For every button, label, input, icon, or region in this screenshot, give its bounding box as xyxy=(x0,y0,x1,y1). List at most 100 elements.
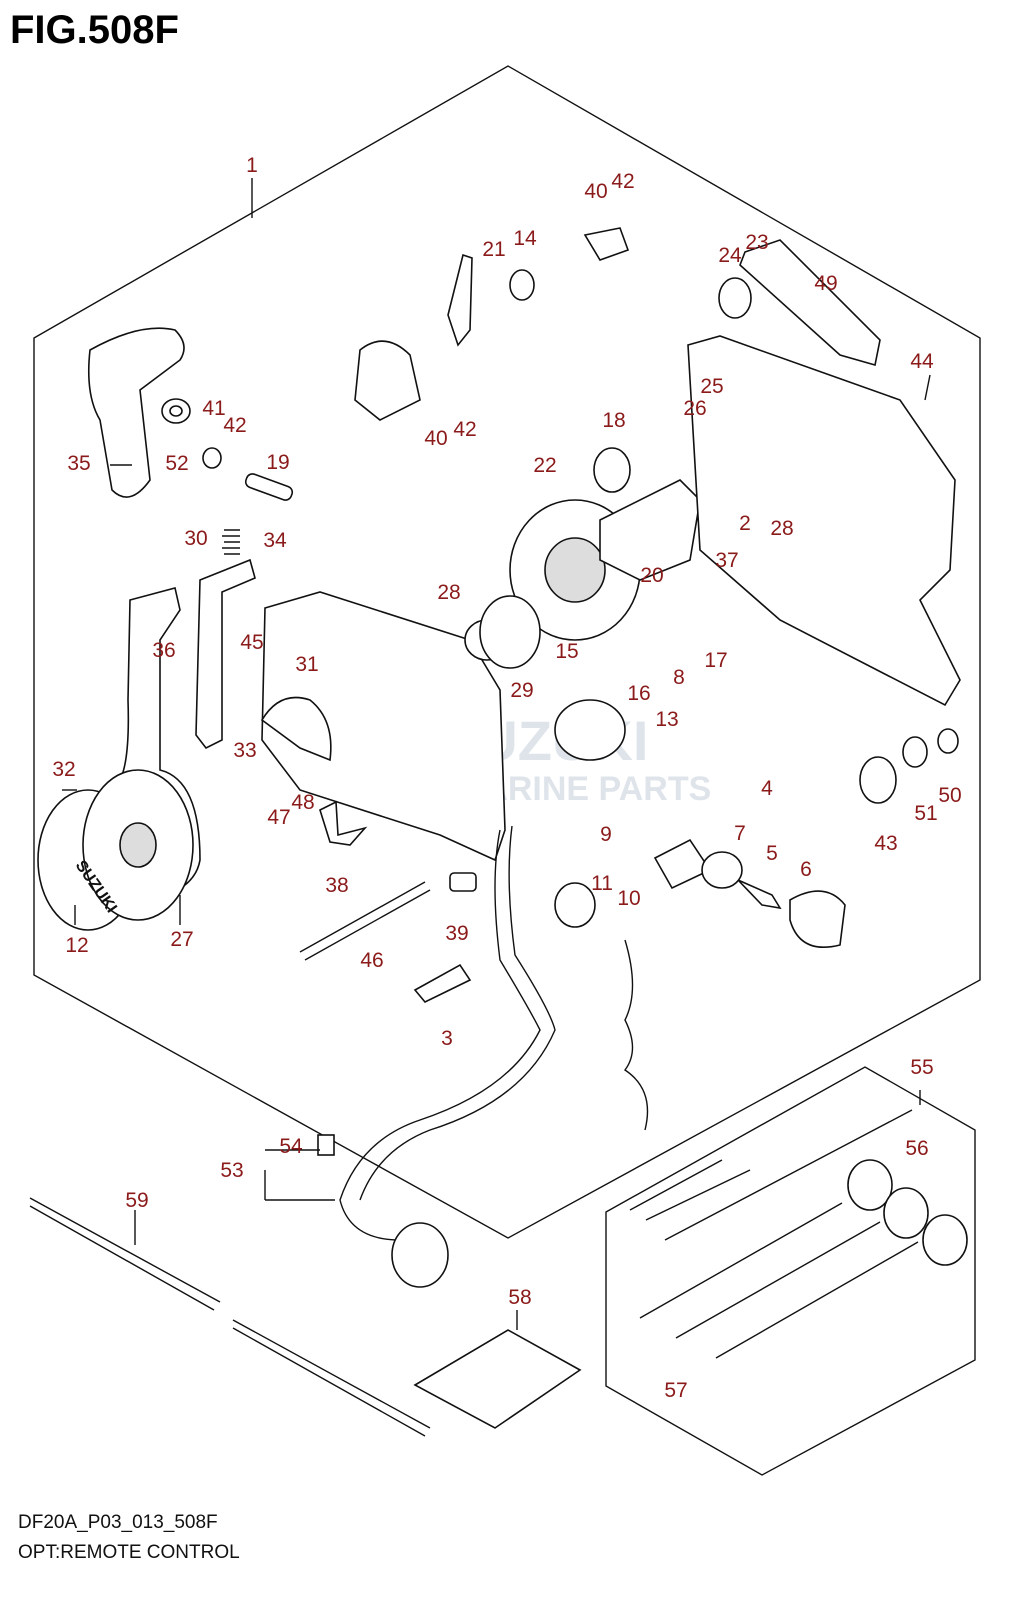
callout-35: 35 xyxy=(67,452,90,475)
callout-21: 21 xyxy=(482,238,505,261)
callout-49: 49 xyxy=(814,272,837,295)
bracket-top-part xyxy=(354,340,421,421)
fuse-54-part xyxy=(317,1134,335,1156)
callout-36: 36 xyxy=(152,639,175,662)
callout-16: 16 xyxy=(627,682,650,705)
callout-14: 14 xyxy=(513,227,537,250)
figure-caption: OPT:REMOTE CONTROL xyxy=(18,1542,240,1563)
callout-40a: 40 xyxy=(584,180,607,203)
callout-54: 54 xyxy=(279,1135,303,1158)
callout-28b: 28 xyxy=(437,581,460,604)
stop-switch-11-part xyxy=(554,882,596,928)
callout-47: 47 xyxy=(267,806,290,829)
lanyard-10-part xyxy=(623,939,649,1131)
plate-3-part xyxy=(413,963,472,1003)
callout-38: 38 xyxy=(325,874,348,897)
wire-harness-part xyxy=(339,829,541,1241)
washer-51-part xyxy=(902,736,928,768)
callout-2: 2 xyxy=(739,512,751,535)
plate-20-part xyxy=(599,479,701,581)
key-switch-4-part xyxy=(653,838,712,890)
callout-5: 5 xyxy=(766,842,778,865)
callout-56: 56 xyxy=(905,1137,928,1160)
bolts-57-part xyxy=(639,1202,919,1359)
handle-grip-part xyxy=(87,327,185,498)
cap-6-part xyxy=(789,890,846,949)
callout-12: 12 xyxy=(65,934,88,957)
callout-31: 31 xyxy=(295,653,318,676)
bracket-40-part xyxy=(583,227,630,261)
callout-3: 3 xyxy=(441,1027,453,1050)
callout-19: 19 xyxy=(266,451,289,474)
callout-13: 13 xyxy=(655,708,678,731)
lever-plate-30-part xyxy=(195,558,256,750)
callout-40b: 40 xyxy=(424,427,447,450)
callout-30: 30 xyxy=(184,527,207,550)
callout-45: 45 xyxy=(240,631,263,654)
callout-43: 43 xyxy=(874,832,897,855)
callout-53: 53 xyxy=(220,1159,243,1182)
callout-10: 10 xyxy=(617,887,640,910)
control-housing-part xyxy=(261,591,506,862)
callout-26: 26 xyxy=(683,397,706,420)
callout-46: 46 xyxy=(360,949,383,972)
callout-23: 23 xyxy=(745,231,768,254)
figure-title: FIG.508F xyxy=(10,8,179,52)
callout-57: 57 xyxy=(664,1379,687,1402)
callout-28a: 28 xyxy=(770,517,793,540)
detent-31-part xyxy=(260,696,332,762)
callout-58: 58 xyxy=(508,1286,531,1309)
main-kit-outline xyxy=(33,65,981,1239)
ring-29-part xyxy=(479,595,541,669)
lever-21-part xyxy=(447,253,473,347)
callout-11: 11 xyxy=(591,872,613,895)
bag-58-part xyxy=(413,1329,582,1429)
pin-19-part xyxy=(244,473,294,501)
callout-25: 25 xyxy=(700,375,723,398)
cable-59-part xyxy=(29,1197,221,1303)
callout-50: 50 xyxy=(938,784,961,807)
washer-41-part xyxy=(202,447,222,469)
bolt-46-part xyxy=(299,881,426,953)
callout-4: 4 xyxy=(761,777,773,800)
callout-51: 51 xyxy=(914,802,937,825)
bracket-38-part xyxy=(319,800,368,846)
callout-1: 1 xyxy=(246,154,258,177)
spring-34-part xyxy=(222,529,240,555)
bracket-18-part xyxy=(593,447,631,493)
side-cover-part xyxy=(687,335,961,707)
callout-6: 6 xyxy=(800,858,812,881)
callout-22: 22 xyxy=(533,454,556,477)
callout-41: 41 xyxy=(202,397,225,420)
callout-15: 15 xyxy=(555,640,578,663)
nut-50-part xyxy=(937,728,959,754)
callout-27: 27 xyxy=(170,928,193,951)
callout-42c: 42 xyxy=(453,418,476,441)
callout-8: 8 xyxy=(673,666,685,689)
callout-29: 29 xyxy=(510,679,533,702)
callout-34: 34 xyxy=(263,529,287,552)
switch-13-part xyxy=(554,699,626,761)
washer-14-part xyxy=(509,269,535,301)
callout-59: 59 xyxy=(125,1189,148,1212)
callout-55: 55 xyxy=(910,1056,933,1079)
knob-56b-part xyxy=(883,1187,929,1239)
handle-23-part xyxy=(739,239,881,367)
callout-52: 52 xyxy=(165,452,188,475)
callout-9: 9 xyxy=(600,823,612,846)
knob-56a-part xyxy=(847,1159,893,1211)
accessory-kit-outline xyxy=(605,1066,976,1476)
callout-7: 7 xyxy=(734,822,746,845)
callout-42b: 42 xyxy=(223,414,246,437)
ties-part xyxy=(629,1109,913,1241)
callout-42a: 42 xyxy=(611,170,634,193)
knob-56c-part xyxy=(922,1214,968,1266)
callout-32: 32 xyxy=(52,758,75,781)
callout-39: 39 xyxy=(445,922,468,945)
key-5-part xyxy=(737,879,782,910)
callout-18: 18 xyxy=(602,409,625,432)
diagram-code: DF20A_P03_013_508F xyxy=(18,1512,218,1533)
callout-44: 44 xyxy=(910,350,934,373)
callout-17: 17 xyxy=(704,649,727,672)
